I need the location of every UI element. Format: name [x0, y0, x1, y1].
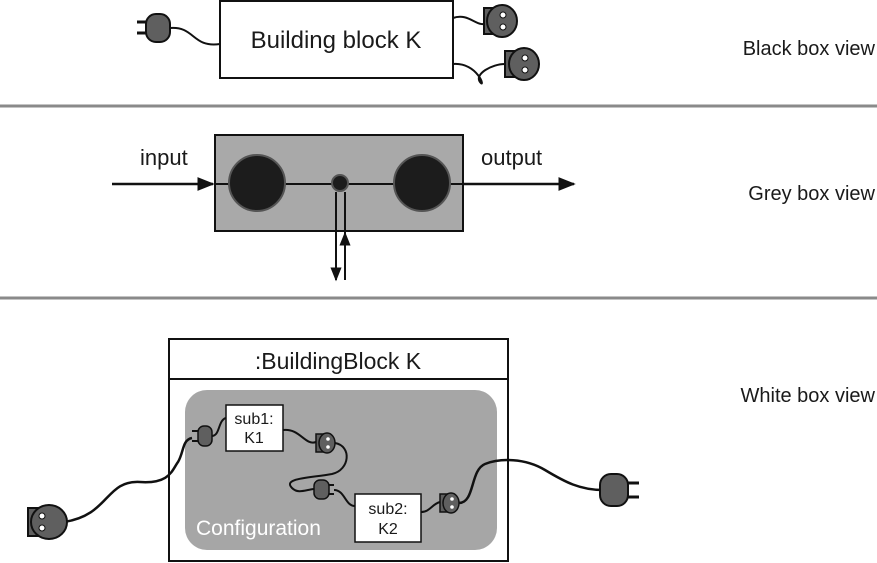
black-box-view-label: Black box view	[743, 38, 876, 60]
external-output-cable	[458, 458, 604, 505]
plug-icon	[313, 479, 334, 500]
socket-icon	[439, 492, 460, 514]
sub2-box	[354, 493, 422, 543]
external-input-cable	[63, 436, 193, 524]
socket-icon	[504, 47, 540, 81]
component-center	[331, 174, 349, 192]
sub1-input-cable	[211, 417, 227, 437]
black-box-output-cable-2	[452, 62, 506, 85]
component-left	[228, 154, 286, 212]
black-box-input-cable	[169, 26, 221, 46]
configuration-label: Configuration	[196, 517, 321, 540]
grey-box-section: input output Grey box view	[112, 134, 876, 282]
sub1-type: K1	[244, 430, 264, 447]
socket-icon	[27, 504, 68, 540]
white-box-title: :BuildingBlock K	[255, 348, 422, 374]
grey-box-view-label: Grey box view	[748, 183, 875, 205]
plug-icon	[599, 473, 639, 507]
sub1-name: sub1:	[234, 411, 273, 428]
building-block-box	[219, 0, 454, 79]
white-box-view-label: White box view	[741, 385, 876, 407]
black-box-section: Building block K Black box view	[137, 0, 876, 85]
black-box-output-cable-1	[452, 15, 489, 25]
sub2-output-cable	[420, 501, 441, 513]
building-block-title: Building block K	[251, 27, 422, 54]
output-label: output	[481, 145, 542, 170]
socket-icon	[315, 432, 336, 454]
sub1-sub2-connection-cable	[289, 442, 348, 493]
sub2-type: K2	[378, 521, 398, 538]
white-box-section: :BuildingBlock K Configuration sub1: K1	[27, 338, 876, 562]
component-right	[393, 154, 451, 212]
sub2-input-cable	[333, 489, 356, 507]
sub1-box	[225, 404, 284, 452]
sub1-output-cable	[282, 428, 317, 444]
socket-icon	[483, 4, 518, 38]
sub2-name: sub2:	[368, 501, 407, 518]
plug-icon	[137, 13, 171, 43]
input-label: input	[140, 145, 188, 170]
